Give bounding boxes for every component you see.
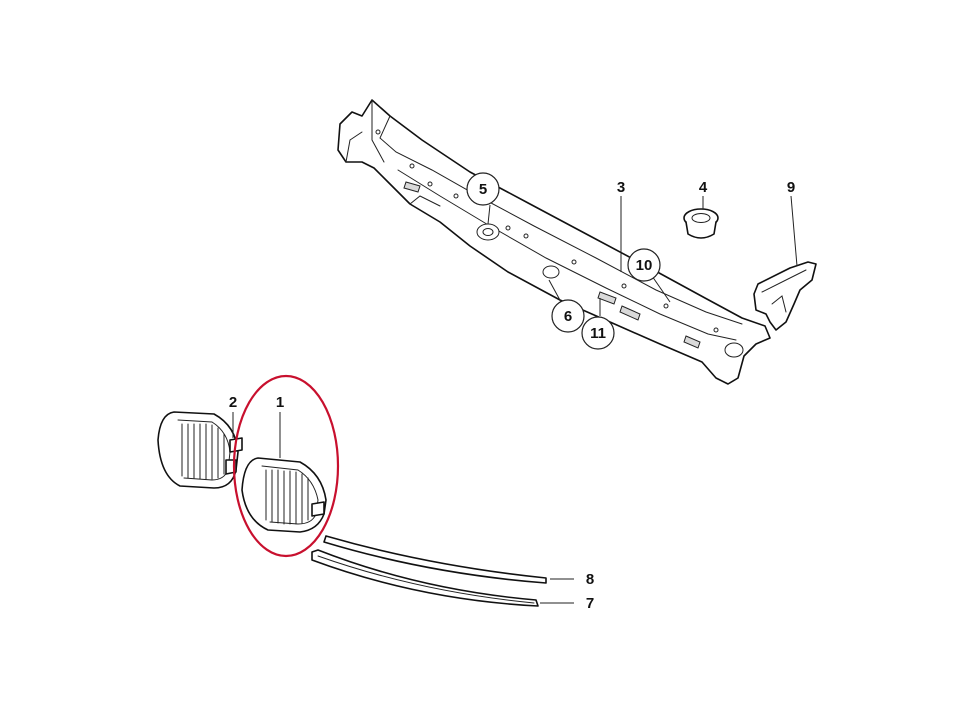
- callout-1: 1: [276, 394, 284, 411]
- callout-6: 6: [564, 308, 572, 325]
- highlight-ellipse: [232, 374, 340, 558]
- callout-9: 9: [787, 179, 795, 196]
- bracket-part-9[interactable]: [753, 261, 817, 331]
- kidney-grille-right-part-1[interactable]: [241, 457, 327, 533]
- callout-4: 4: [699, 179, 708, 196]
- callout-3: 3: [617, 179, 625, 196]
- callout-circles: [466, 172, 661, 350]
- callout-2: 2: [229, 394, 237, 411]
- grommet-part-4[interactable]: [683, 208, 719, 239]
- callout-7: 7: [586, 595, 594, 612]
- callout-5: 5: [479, 181, 487, 198]
- kidney-grille-left-part-2[interactable]: [157, 411, 243, 489]
- callout-8: 8: [586, 571, 594, 588]
- leader-lines: [232, 195, 798, 604]
- trim-strip-part-7[interactable]: [311, 549, 539, 607]
- cowl-panel-part-3[interactable]: [337, 99, 771, 385]
- callout-10: 10: [636, 257, 653, 274]
- trim-strip-part-8[interactable]: [323, 535, 547, 584]
- callout-11: 11: [590, 325, 606, 342]
